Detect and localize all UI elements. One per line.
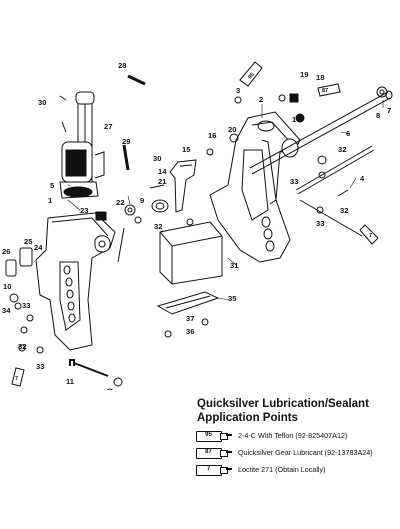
diagram-drawing: 1 2 3 4 5 6 7 8 9 10 11 12 13 14 15 16 1… xyxy=(2,61,393,390)
callout-33c: 33 xyxy=(22,301,30,310)
callout-26: 26 xyxy=(2,247,10,256)
legend-title-line2: Application Points xyxy=(197,412,298,424)
callout-10: 10 xyxy=(3,282,11,291)
callout-32d: 32 xyxy=(18,342,26,351)
diagram-tube-codes: 95 87 7 7 xyxy=(15,72,372,382)
callout-33d: 33 xyxy=(36,362,44,371)
legend-title-line1: Quicksilver Lubrication/Sealant xyxy=(197,398,369,410)
callout-numbers: 1 2 3 4 5 6 7 8 9 10 11 12 13 14 15 16 1… xyxy=(2,61,391,386)
callout-17: 17 xyxy=(292,115,300,124)
long-bolt xyxy=(69,359,109,377)
callout-30b: 30 xyxy=(153,154,161,163)
callout-33a: 33 xyxy=(290,177,298,186)
swivel-bracket xyxy=(209,111,301,263)
legend-title: Quicksilver Lubrication/Sealant Applicat… xyxy=(197,397,397,425)
tilt-tube xyxy=(249,90,393,175)
tube-icon: 95 xyxy=(196,430,232,442)
tube-code-87: 87 xyxy=(322,88,328,94)
callout-33b: 33 xyxy=(316,219,324,228)
callout-30a: 30 xyxy=(38,98,46,107)
tube-icon: 7 xyxy=(196,464,232,476)
callout-25: 25 xyxy=(24,237,33,246)
legend-item-text: Quicksilver Gear Lubricant (92-13783A24) xyxy=(238,447,373,457)
tie-rod xyxy=(295,145,373,191)
callout-21: 21 xyxy=(158,177,167,186)
callout-8: 8 xyxy=(376,111,380,120)
callout-11: 11 xyxy=(66,377,75,386)
legend-item-87: 87 Quicksilver Gear Lubricant (92-13783A… xyxy=(196,445,373,459)
pivot-pin xyxy=(122,144,130,171)
callout-20: 20 xyxy=(228,125,236,134)
callout-18: 18 xyxy=(316,73,324,82)
callout-36: 36 xyxy=(186,327,194,336)
trim-cylinder-assembly xyxy=(59,91,105,199)
callout-6: 6 xyxy=(346,129,350,138)
callout-24: 24 xyxy=(34,243,43,252)
callout-29: 29 xyxy=(122,137,130,146)
callout-3: 3 xyxy=(236,86,240,95)
callout-19: 19 xyxy=(300,70,308,79)
tube-code-7b: 7 xyxy=(15,376,18,382)
callout-5: 5 xyxy=(50,181,55,190)
tube-code-95: 95 xyxy=(247,72,256,81)
ground-strap xyxy=(117,227,125,263)
callout-27: 27 xyxy=(104,122,112,131)
callout-14: 14 xyxy=(158,167,167,176)
legend-item-7: 7 Loctite 271 (Obtain Locally) xyxy=(196,462,326,476)
callout-31: 31 xyxy=(230,261,239,270)
callout-4: 4 xyxy=(360,174,365,183)
callout-2: 2 xyxy=(259,95,263,104)
callout-34: 34 xyxy=(2,306,11,315)
callout-37: 37 xyxy=(186,314,194,323)
legend-item-text: 2-4-C With Teflon (92-825407A12) xyxy=(238,430,348,440)
callout-16: 16 xyxy=(208,131,216,140)
anode-plate xyxy=(159,221,223,285)
sealant-tube-icons xyxy=(11,61,379,387)
callout-1: 1 xyxy=(48,196,53,205)
leader-lines xyxy=(67,100,384,301)
tilt-pin xyxy=(127,74,146,86)
callout-9: 9 xyxy=(140,196,144,205)
callout-32b: 32 xyxy=(340,206,348,215)
callout-28: 28 xyxy=(118,61,126,70)
callout-35: 35 xyxy=(228,294,237,303)
left-clamp-bracket xyxy=(35,212,116,351)
tube-icon: 87 xyxy=(196,447,232,459)
callout-23: 23 xyxy=(80,206,88,215)
callout-7: 7 xyxy=(387,106,391,115)
callout-22: 22 xyxy=(116,198,124,207)
callout-32c: 32 xyxy=(154,222,162,231)
legend-item-95: 95 2-4-C With Teflon (92-825407A12) xyxy=(196,428,347,442)
small-hardware xyxy=(5,86,388,390)
callout-32a: 32 xyxy=(338,145,346,154)
tube-code-7a: 7 xyxy=(369,233,372,239)
tilt-stop-plate xyxy=(156,291,220,315)
legend-item-text: Loctite 271 (Obtain Locally) xyxy=(238,464,326,474)
callout-15: 15 xyxy=(182,145,191,154)
tilt-lock-lever xyxy=(169,159,197,213)
